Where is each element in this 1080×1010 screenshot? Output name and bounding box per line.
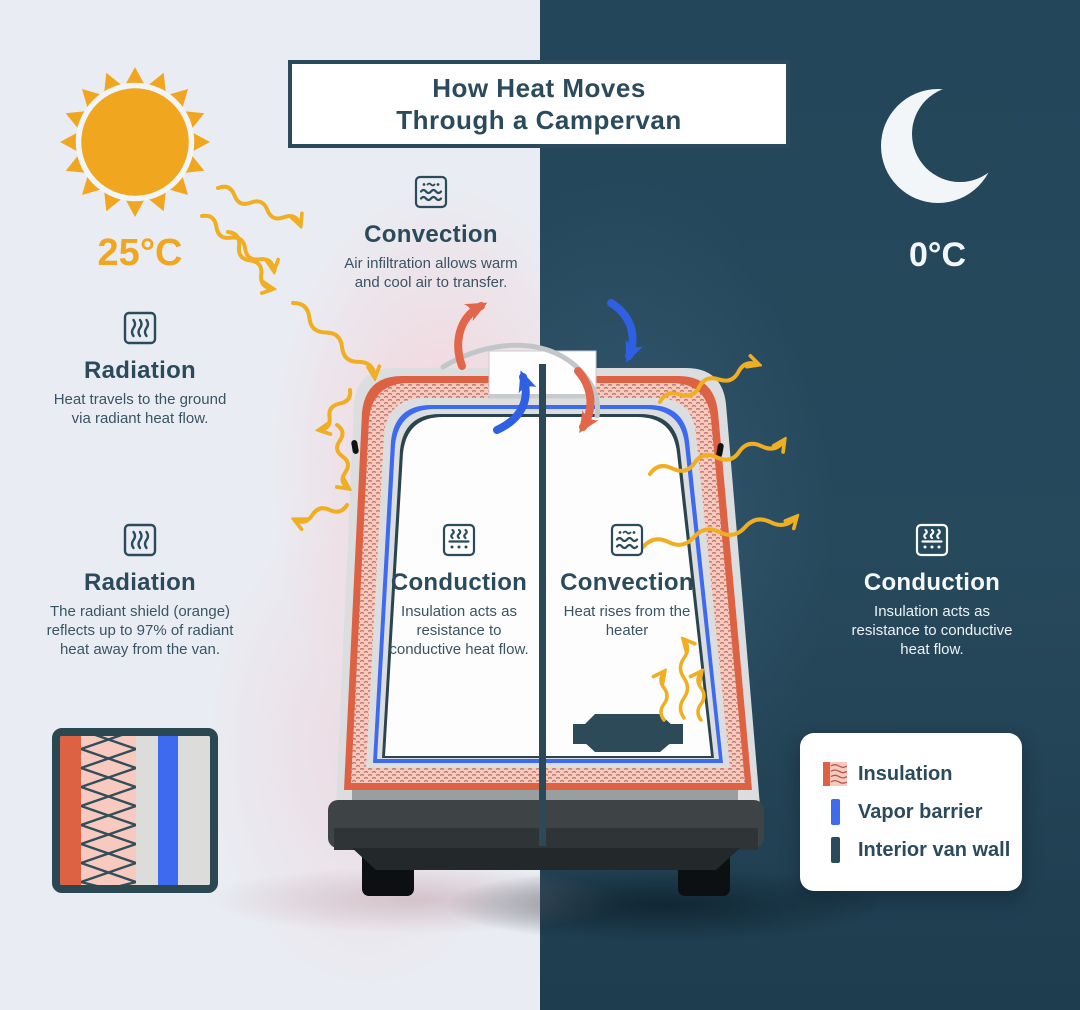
block-body: The radiant shield (orange) reflects up … — [46, 603, 234, 659]
convection-heater-block: Convection Heat rises from the heater — [542, 522, 712, 640]
convection-icon — [609, 522, 645, 558]
right-hinge — [716, 443, 724, 457]
wall-cross-section-inset — [52, 728, 218, 893]
legend-label: Insulation — [858, 762, 953, 785]
moon-icon — [860, 70, 1020, 230]
conduction-night-block: Conduction Insulation acts as resistance… — [838, 522, 1026, 660]
radiation-shield-block: Radiation The radiant shield (orange) re… — [32, 522, 248, 660]
legend-item-vapor-barrier: Vapor barrier — [822, 799, 1022, 825]
insulation-swatch — [822, 761, 848, 787]
legend-item-insulation: Insulation — [822, 761, 1022, 787]
block-body: Heat rises from the heater — [563, 603, 691, 640]
conduction-icon — [914, 522, 950, 558]
legend-label: Vapor barrier — [858, 800, 983, 823]
legend: Insulation Vapor barrier Interior van wa… — [800, 733, 1022, 891]
door-split — [539, 364, 546, 846]
van-body — [336, 368, 760, 806]
heater — [573, 714, 683, 752]
cool-air-up-arrow — [493, 370, 537, 434]
night-temperature: 0°C — [908, 236, 967, 274]
van-shadow — [205, 866, 885, 943]
block-title: Radiation — [83, 357, 197, 384]
reflected-radiation-arrows — [294, 388, 353, 524]
title-line-2: Through a Campervan — [396, 105, 682, 135]
block-title: Convection — [364, 221, 498, 248]
sun-radiation-arrows — [200, 184, 378, 380]
conduction-icon — [441, 522, 477, 558]
conduction-day-block: Conduction Insulation acts as resistance… — [388, 522, 530, 660]
block-title: Radiation — [83, 569, 197, 596]
vapor-barrier-column — [158, 736, 178, 885]
radiation-icon — [122, 522, 158, 558]
heater-convection-arrows — [661, 640, 706, 722]
block-body: Heat travels to the ground via radiant h… — [53, 391, 227, 428]
vent-convection-arrows — [454, 299, 644, 434]
day-temperature: 25°C — [97, 232, 183, 274]
interior-wall-swatch — [822, 837, 848, 863]
van-interior — [385, 417, 711, 756]
radiation-icon — [122, 310, 158, 346]
vent-cable — [440, 342, 601, 419]
cool-air-in-arrow — [607, 299, 644, 363]
block-title: Convection — [560, 569, 694, 596]
title-box: How Heat Moves Through a Campervan — [288, 60, 790, 148]
warm-air-out-arrow — [454, 302, 488, 370]
wall-layers-diagram — [60, 736, 210, 885]
block-body: Insulation acts as resistance to conduct… — [851, 603, 1013, 659]
legend-label: Interior van wall — [858, 838, 1011, 861]
block-body: Insulation acts as resistance to conduct… — [389, 603, 529, 659]
left-hinge — [351, 440, 359, 454]
escaping-heat-arrows — [641, 360, 797, 549]
block-title: Conduction — [390, 569, 528, 596]
convection-top-block: Convection Air infiltration allows warm … — [330, 174, 532, 292]
title-line-1: How Heat Moves — [432, 72, 646, 103]
radiation-ground-block: Radiation Heat travels to the ground via… — [46, 310, 234, 428]
convection-icon — [413, 174, 449, 210]
warm-air-down-arrow — [574, 367, 599, 434]
vapor-barrier-swatch — [822, 799, 848, 825]
block-body: Air infiltration allows warm and cool ai… — [344, 255, 518, 292]
block-title: Conduction — [863, 569, 1001, 596]
legend-item-interior-wall: Interior van wall — [822, 837, 1022, 863]
sun-icon — [60, 67, 210, 217]
radiant-shield-column — [60, 736, 81, 885]
